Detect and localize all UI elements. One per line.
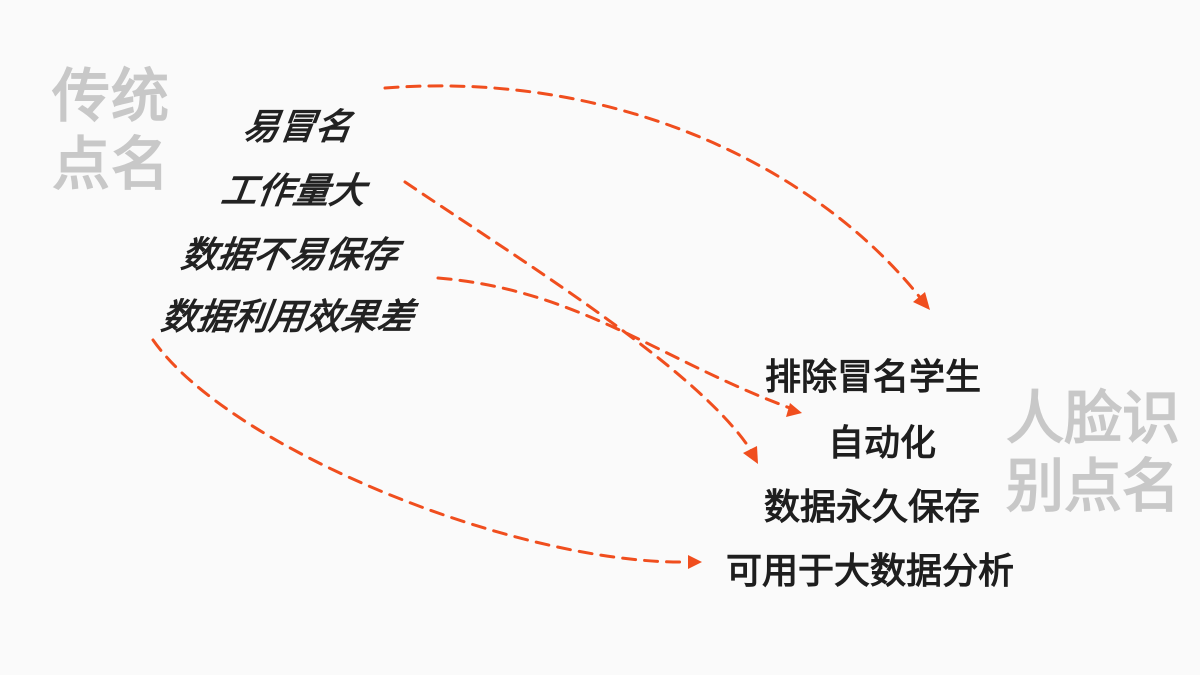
face-title-line2: 别点名 [1006,452,1181,521]
benefit-big-data-analysis: 可用于大数据分析 [726,551,1015,592]
arrow-usage-to-analysis [151,338,690,564]
benefit-exclude-impersonation: 排除冒名学生 [765,357,982,398]
traditional-title-line2: 点名 [52,130,171,199]
issue-hard-to-store: 数据不易保存 [178,235,401,276]
traditional-title-line1: 传统 [52,62,171,130]
arrow-head-workload [743,446,758,464]
face-title-line1: 人脸识 [1006,384,1181,452]
arrow-head-usage [688,555,702,569]
benefit-automation: 自动化 [828,423,937,464]
arrow-storage-to-automation [436,276,792,410]
issue-heavy-workload: 工作量大 [218,171,369,212]
arrow-impersonation-to-exclude [383,84,924,302]
arrow-head-impersonation [913,292,930,310]
arrow-workload-to-storage [403,180,754,454]
issue-impersonation: 易冒名 [240,107,355,148]
issue-poor-data-usage: 数据利用效果差 [158,297,417,338]
arrow-head-storage [786,403,802,417]
benefit-permanent-storage: 数据永久保存 [764,487,981,528]
face-recognition-rollcall-title: 人脸识 别点名 [1006,384,1180,521]
traditional-rollcall-title: 传统 点名 [52,62,170,199]
